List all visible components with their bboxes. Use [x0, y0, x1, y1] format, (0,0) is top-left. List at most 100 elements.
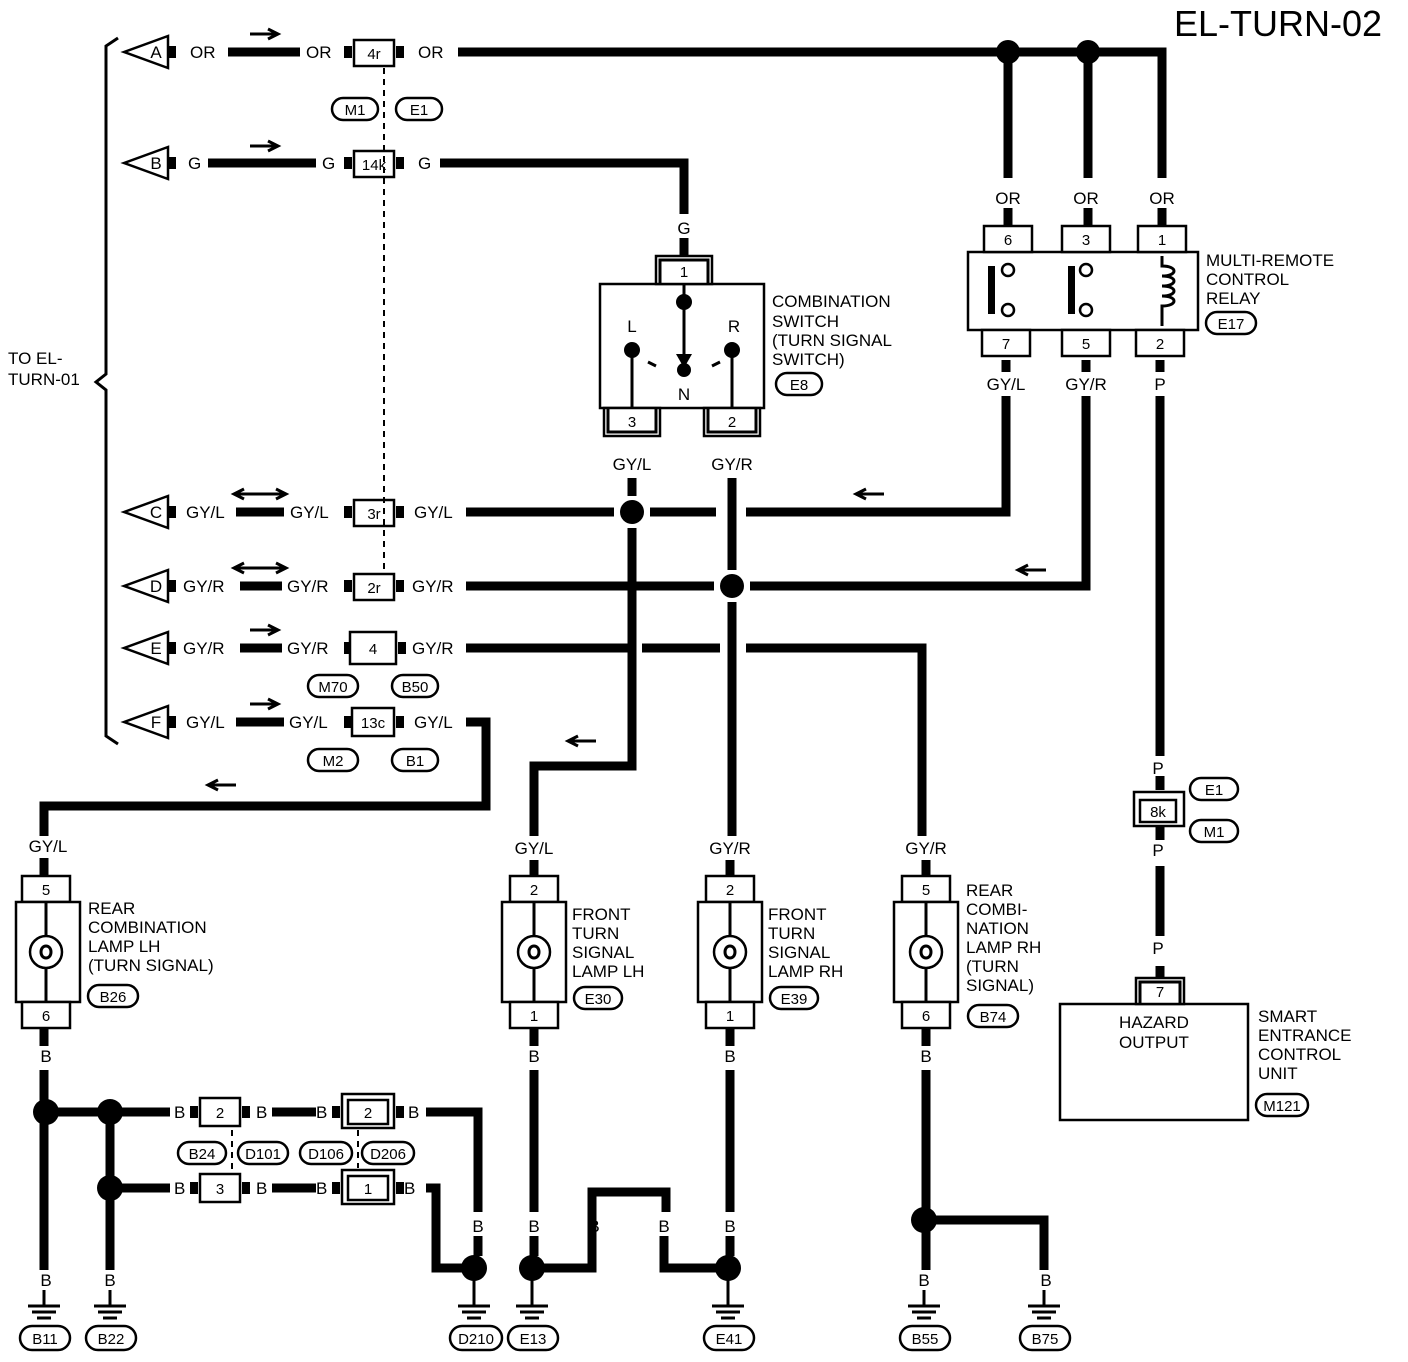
multi-remote-control-relay: 6 3 1 7 5 2	[966, 224, 1200, 358]
connector-c-color-mid: GY/L	[290, 503, 329, 522]
svg-text:E39: E39	[781, 991, 808, 1008]
connector-a-pin-box	[352, 38, 396, 68]
svg-text:B74: B74	[980, 1009, 1007, 1026]
connector-id-m70: M70	[306, 673, 360, 699]
connector-a-color-left: OR	[190, 43, 216, 62]
connector-row-f: F GY/L GY/L 13c GY/L	[120, 704, 453, 740]
lamp-rear-lh-label: REAR COMBINATION LAMP LH (TURN SIGNAL)	[88, 899, 214, 975]
relay-pin-3: 3	[1082, 232, 1090, 249]
svg-text:M2: M2	[323, 753, 344, 770]
svg-text:1: 1	[726, 1008, 734, 1025]
connector-c-pin-box	[352, 498, 396, 528]
connector-id-b50: B50	[390, 673, 440, 699]
lamp-rear-rh: GY/R 5 6 B	[892, 839, 960, 1066]
svg-text:D206: D206	[370, 1146, 406, 1163]
relay-pin-1: 1	[1158, 232, 1166, 249]
ground-id-e41: E41	[702, 1324, 756, 1352]
connector-e-color-mid: GY/R	[287, 639, 329, 658]
ground-conn-id-b24: B24	[176, 1140, 228, 1166]
svg-text:B11: B11	[32, 1331, 58, 1348]
relay-pin-5: 5	[1082, 336, 1090, 353]
connector-d-pin: 2r	[367, 580, 380, 597]
svg-text:M121: M121	[1263, 1098, 1301, 1115]
svg-text:B55: B55	[912, 1331, 939, 1348]
svg-text:B: B	[918, 1271, 929, 1290]
svg-text:B: B	[472, 1217, 483, 1236]
svg-text:B: B	[658, 1217, 669, 1236]
svg-text:2: 2	[530, 882, 538, 899]
svg-text:5: 5	[922, 882, 930, 899]
relay-wire-top-1: OR	[995, 189, 1021, 208]
ground-conn-id-d106: D106	[298, 1140, 354, 1166]
combo-pos-l: L	[627, 317, 636, 336]
svg-text:SWITCH): SWITCH)	[772, 350, 845, 369]
relay-pin-2: 2	[1156, 336, 1164, 353]
svg-text:GY/R: GY/R	[709, 839, 751, 858]
connector-id-m1: M1	[330, 96, 380, 122]
lamp-rear-lh: GY/L 5 6 B	[14, 837, 82, 1066]
svg-text:B75: B75	[1032, 1331, 1059, 1348]
connector-f-color-left: GY/L	[186, 713, 225, 732]
svg-text:M70: M70	[318, 679, 347, 696]
ground-b-labels: B B B B B B B B B	[40, 1217, 1051, 1290]
connector-8k-id-e1: E1	[1188, 776, 1240, 802]
svg-text:MULTI-REMOTE: MULTI-REMOTE	[1206, 251, 1334, 270]
relay-wire-bottom-1: GY/L	[987, 375, 1026, 394]
svg-text:ENTRANCE: ENTRANCE	[1258, 1026, 1352, 1045]
svg-text:SIGNAL: SIGNAL	[572, 943, 634, 962]
svg-text:2: 2	[726, 882, 734, 899]
combo-pin-left: 3	[628, 414, 636, 431]
svg-text:E41: E41	[716, 1331, 743, 1348]
svg-text:B: B	[316, 1103, 327, 1122]
svg-text:B: B	[404, 1179, 415, 1198]
lamp-rear-rh-label: REAR COMBI- NATION LAMP RH (TURN SIGNAL)	[966, 881, 1041, 995]
connector-row-c: C GY/L GY/L 3r GY/L	[120, 494, 453, 530]
relay-wire-top-3: OR	[1149, 189, 1175, 208]
svg-text:COMBINATION: COMBINATION	[88, 918, 207, 937]
svg-text:SIGNAL: SIGNAL	[768, 943, 830, 962]
combo-wire-left: GY/L	[613, 455, 652, 474]
ground-symbols	[28, 1280, 1060, 1320]
svg-text:E1: E1	[410, 102, 428, 119]
connector-c-color-right: GY/L	[414, 503, 453, 522]
svg-text:B24: B24	[189, 1146, 216, 1163]
svg-text:B: B	[256, 1179, 267, 1198]
svg-text:LAMP LH: LAMP LH	[572, 962, 644, 981]
svg-text:UNIT: UNIT	[1258, 1064, 1298, 1083]
connector-c-color-left: GY/L	[186, 503, 225, 522]
svg-text:B: B	[408, 1103, 419, 1122]
svg-text:B1: B1	[406, 753, 424, 770]
svg-text:3: 3	[216, 1181, 224, 1198]
smart-unit-inner-2: OUTPUT	[1119, 1033, 1189, 1052]
svg-text:D101: D101	[245, 1146, 281, 1163]
connector-d-letter: D	[150, 577, 162, 596]
combo-pos-r: R	[728, 317, 740, 336]
connector-a-color-mid: OR	[306, 43, 332, 62]
svg-text:B: B	[256, 1103, 267, 1122]
svg-text:2: 2	[364, 1105, 372, 1122]
svg-text:E30: E30	[585, 991, 612, 1008]
connector-a-color-right: OR	[418, 43, 444, 62]
connector-b-pin: 14k	[362, 157, 387, 174]
svg-text:6: 6	[922, 1008, 930, 1025]
connector-c-letter: C	[150, 503, 162, 522]
svg-text:SMART: SMART	[1258, 1007, 1317, 1026]
svg-text:COMBINATION: COMBINATION	[772, 292, 891, 311]
svg-text:B: B	[174, 1103, 185, 1122]
connector-d-pin-box	[352, 572, 396, 602]
connector-row-a: A OR OR 4r OR	[120, 34, 444, 70]
ground-id-e13: E13	[506, 1324, 560, 1352]
ground-id-d210: D210	[448, 1324, 504, 1352]
svg-text:NATION: NATION	[966, 919, 1029, 938]
svg-text:TURN: TURN	[572, 924, 619, 943]
ground-conn-id-d101: D101	[236, 1140, 290, 1166]
svg-text:SWITCH: SWITCH	[772, 312, 839, 331]
svg-text:B50: B50	[402, 679, 429, 696]
svg-text:B: B	[528, 1047, 539, 1066]
to-ref-line2: TURN-01	[8, 370, 80, 389]
svg-text:B: B	[174, 1179, 185, 1198]
lamp-rear-lh-wire-top: GY/L	[29, 837, 68, 856]
svg-text:M1: M1	[345, 102, 366, 119]
lamp-front-rh: GY/R 2 1 B	[696, 839, 764, 1066]
lamp-front-lh: GY/L 2 1 B	[500, 839, 568, 1066]
